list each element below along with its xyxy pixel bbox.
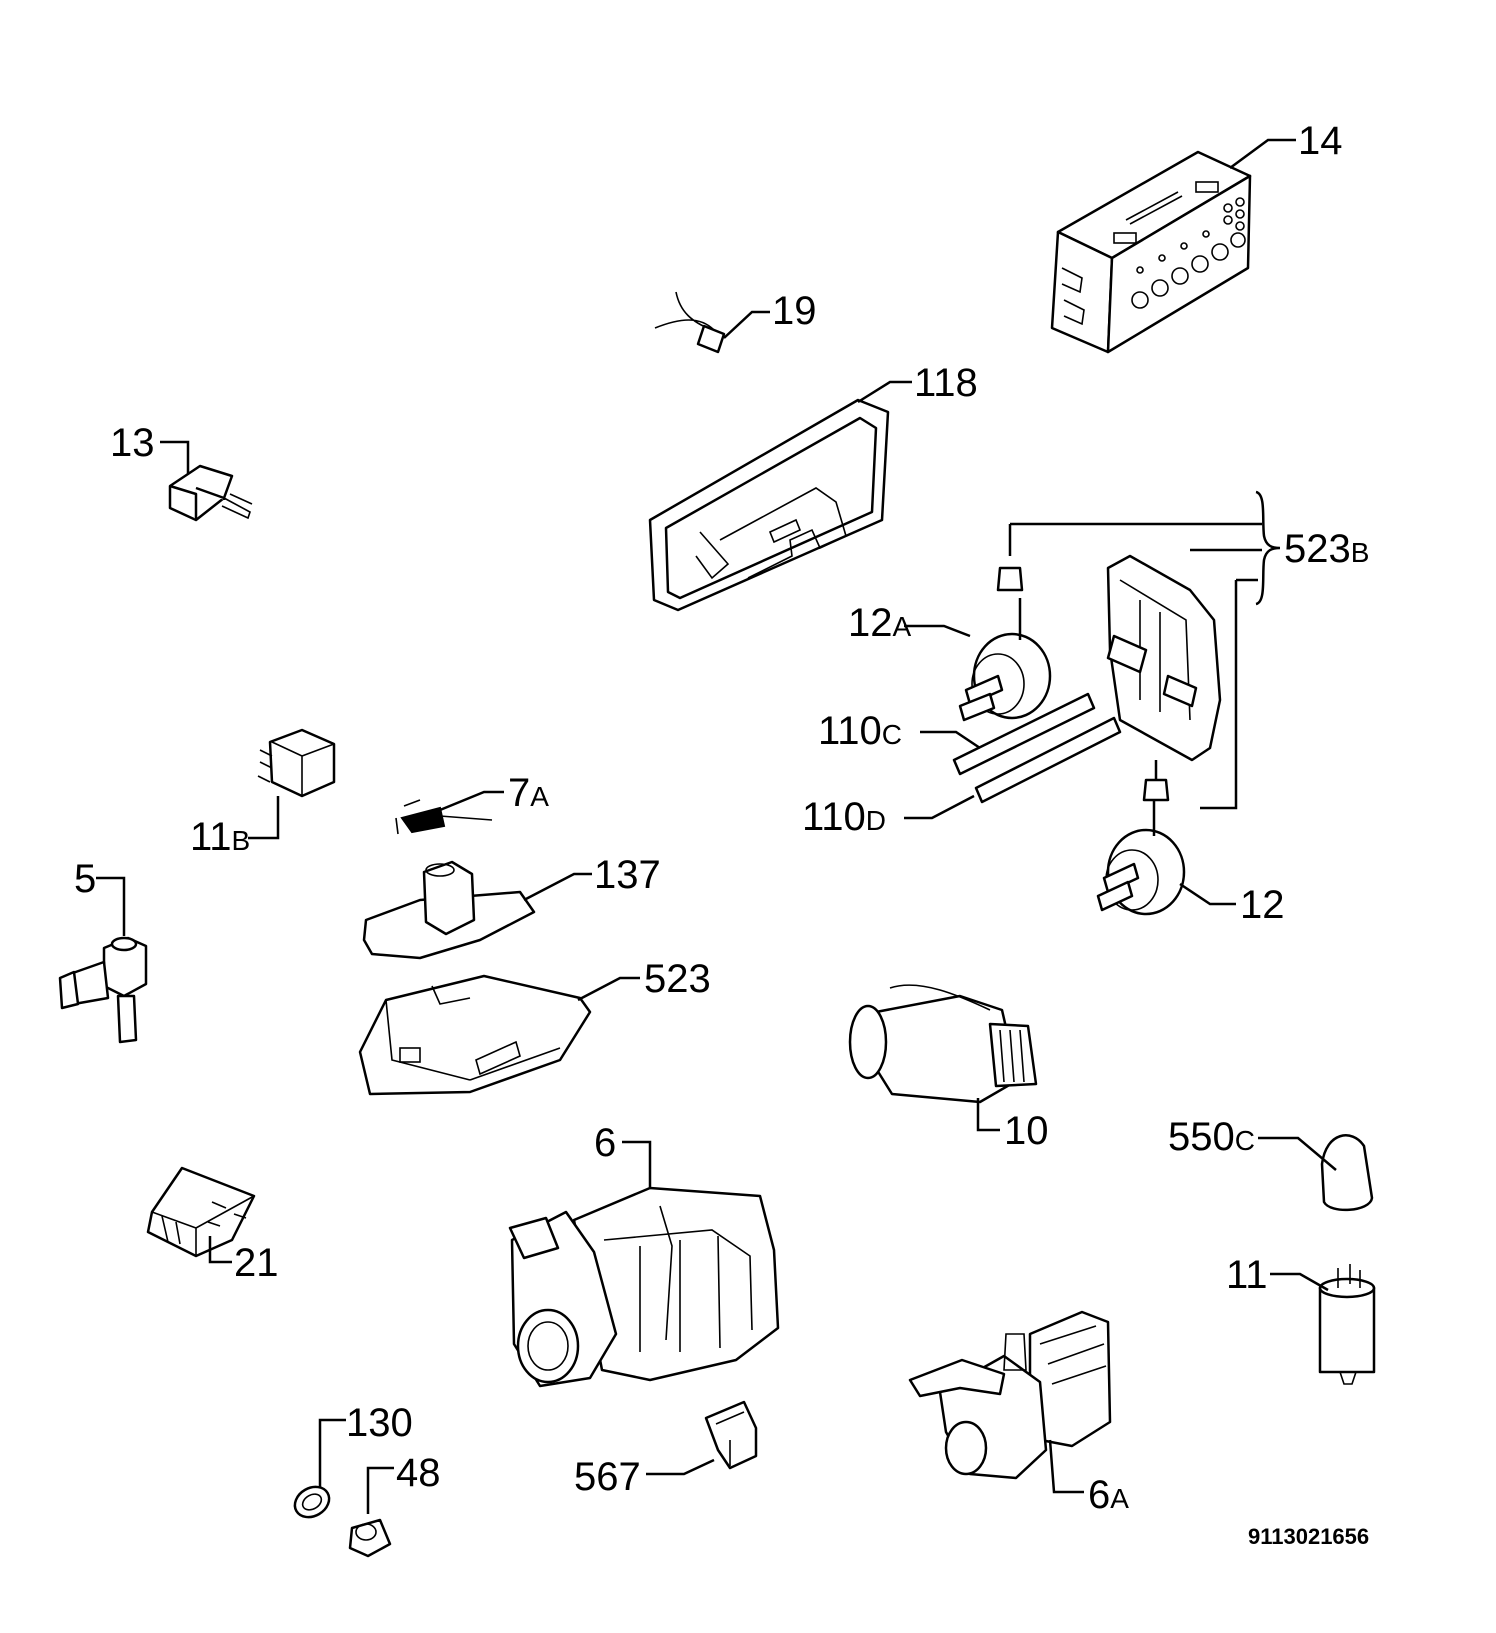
label-118-number: 118 [914,361,978,405]
label-137-number: 137 [594,853,661,897]
label-13-number: 13 [110,421,155,465]
label-7a-suffix: A [530,781,549,812]
label-523b-suffix: B [1351,537,1370,568]
label-523-number: 523 [644,957,711,1001]
label-523b-number: 523 [1284,527,1351,571]
label-550c: 550C [1168,1115,1255,1159]
part-523b-hose-set[interactable] [996,490,1281,810]
part-110d-hose[interactable] [904,716,1122,820]
label-567: 567 [574,1455,641,1499]
part-48-plug[interactable] [348,1466,394,1558]
label-567-number: 567 [574,1455,641,1499]
label-11b-suffix: B [232,825,251,856]
label-12: 12 [1240,883,1285,927]
label-10-number: 10 [1004,1109,1049,1153]
label-11-number: 11 [1226,1253,1268,1297]
label-7a-number: 7 [508,771,530,815]
part-21-filter[interactable] [146,1166,256,1264]
label-110c-suffix: C [882,719,902,750]
label-21: 21 [234,1241,279,1285]
part-5-inlet-valve[interactable] [58,876,148,1044]
part-523-bracket[interactable] [358,974,640,1096]
label-21-number: 21 [234,1241,279,1285]
label-110d-suffix: D [866,805,886,836]
label-6a-number: 6 [1088,1473,1110,1517]
label-130-number: 130 [346,1401,413,1445]
label-137: 137 [594,853,661,897]
part-11b-relay[interactable] [248,728,336,840]
label-523b: 523B [1284,527,1369,571]
part-6-circulation-pump[interactable] [508,1140,780,1388]
label-13: 13 [110,421,155,465]
part-13-switch[interactable] [160,440,253,522]
label-130: 130 [346,1401,413,1445]
label-110d: 110D [802,795,886,839]
label-12a-suffix: A [893,611,912,642]
label-6-number: 6 [594,1121,616,1165]
label-11: 11 [1226,1253,1268,1297]
label-550c-number: 550 [1168,1115,1235,1159]
label-110d-number: 110 [802,795,866,839]
part-130-gasket[interactable] [289,1418,346,1523]
label-10: 10 [1004,1109,1049,1153]
label-14-number: 14 [1298,119,1343,163]
label-6a: 6A [1088,1473,1129,1517]
part-12a-pressure-switch[interactable] [904,598,1052,722]
label-550c-suffix: C [1235,1125,1255,1156]
label-48: 48 [396,1451,441,1495]
label-118: 118 [914,361,978,405]
label-5-number: 5 [74,857,96,901]
part-567-clip[interactable] [646,1400,758,1476]
part-110c-hose[interactable] [920,692,1096,776]
part-6a-drain-pump[interactable] [908,1310,1112,1494]
label-19-number: 19 [772,289,817,333]
label-6a-suffix: A [1110,1483,1129,1514]
label-19: 19 [772,289,817,333]
label-12a: 12A [848,601,912,645]
label-14: 14 [1298,119,1343,163]
label-12a-number: 12 [848,601,893,645]
part-7a-micro-switch[interactable] [395,790,504,835]
label-11b-number: 11 [190,815,232,859]
label-110c: 110C [818,709,902,753]
label-6: 6 [594,1121,616,1165]
part-137-cover[interactable] [362,860,592,960]
part-118-cover[interactable] [648,380,912,612]
label-48-number: 48 [396,1451,441,1495]
part-10-heater[interactable] [848,984,1038,1132]
label-5: 5 [74,857,96,901]
label-11b: 11B [190,815,250,859]
label-12-number: 12 [1240,883,1285,927]
label-523: 523 [644,957,711,1001]
label-7a: 7A [508,771,549,815]
diagram-code: 9113021656 [1248,1524,1369,1549]
part-11-capacitor[interactable] [1270,1264,1376,1385]
label-110c-number: 110 [818,709,882,753]
part-12-pressure-switch[interactable] [1096,800,1236,916]
part-19-sensor[interactable] [654,291,770,354]
part-14-electronic-module[interactable] [1050,138,1296,354]
part-550c-cap[interactable] [1258,1134,1374,1212]
